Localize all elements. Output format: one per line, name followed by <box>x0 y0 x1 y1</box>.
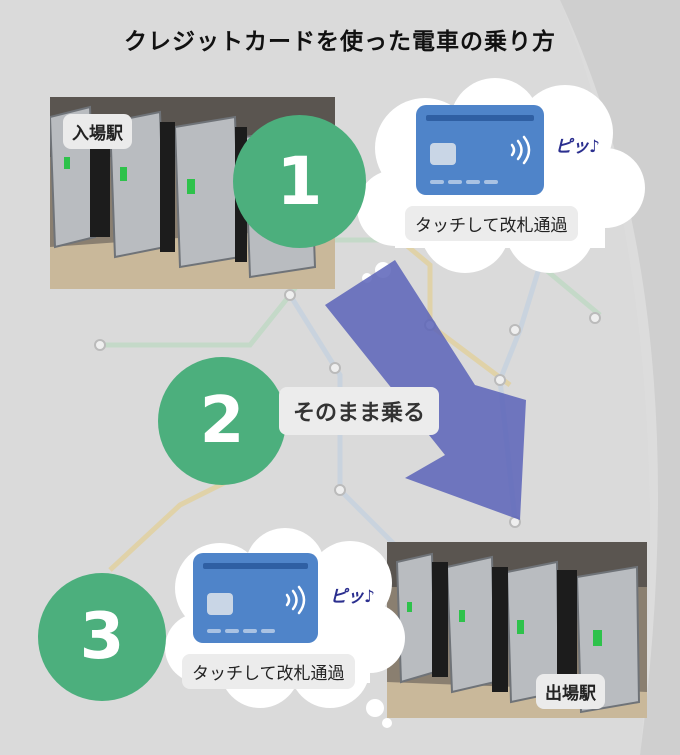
exit-station-label: 出場駅 <box>536 674 605 709</box>
beep-sound-3: ピッ♪ <box>330 587 375 607</box>
page-title: クレジットカードを使った電車の乗り方 <box>124 29 556 55</box>
beep-sound-1: ピッ♪ <box>555 137 600 157</box>
chip-icon <box>207 593 233 615</box>
step-3-circle: 3 <box>38 573 166 701</box>
contactless-icon <box>510 135 531 165</box>
chip-icon <box>430 143 456 165</box>
entry-station-label: 入場駅 <box>63 114 132 149</box>
step-1-circle: 1 <box>233 115 366 248</box>
exit-gate-photo <box>387 542 647 718</box>
ride-label: そのまま乗る <box>279 387 440 435</box>
credit-card-1 <box>416 105 544 195</box>
credit-card-3 <box>193 553 318 643</box>
step-2-circle: 2 <box>158 357 286 485</box>
touch-label-3: タッチして改札通過 <box>182 654 355 689</box>
contactless-icon <box>285 585 306 615</box>
touch-label-1: タッチして改札通過 <box>405 206 578 241</box>
